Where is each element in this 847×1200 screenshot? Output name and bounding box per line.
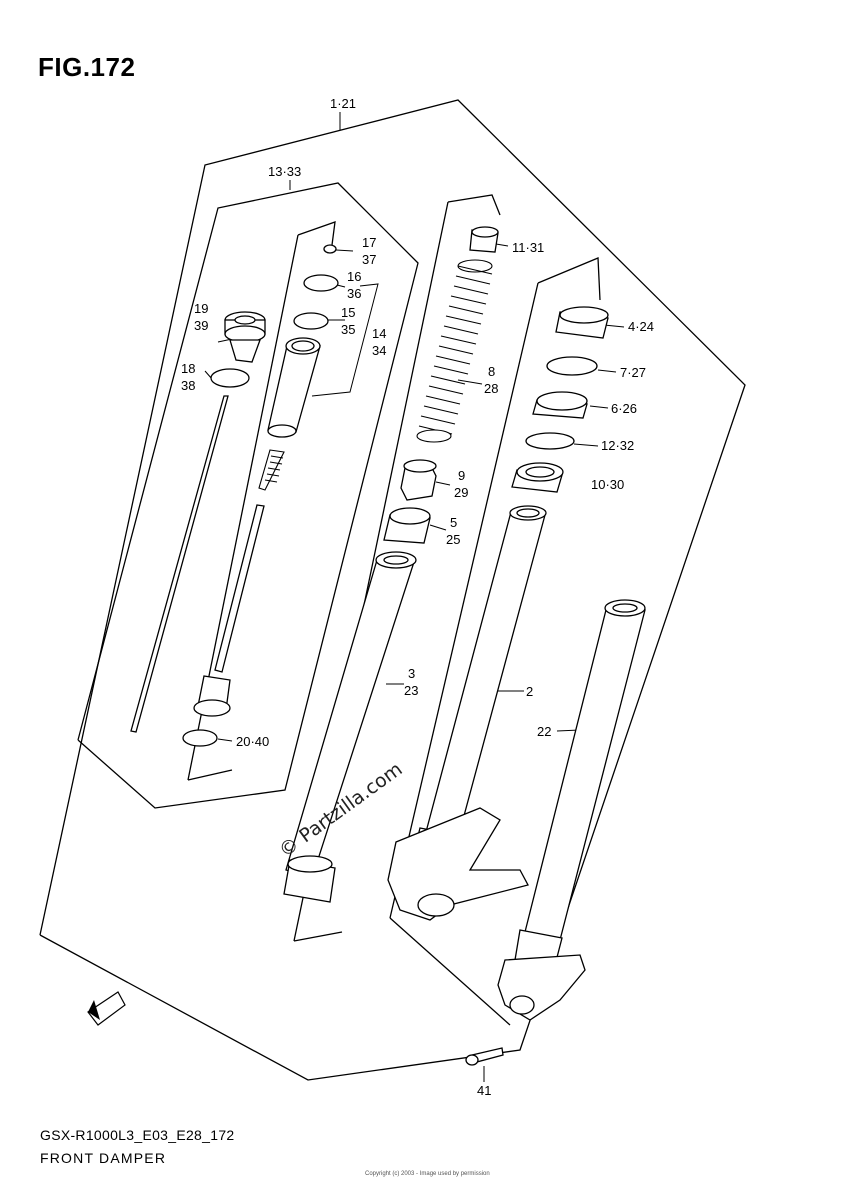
part-8-spring	[416, 259, 493, 443]
label-34: 34	[372, 343, 386, 358]
label-15: 15	[341, 305, 355, 320]
label-7-27: 7·27	[620, 365, 646, 380]
label-11-31: 11·31	[512, 240, 544, 255]
fwd-arrow-icon	[87, 991, 126, 1026]
diagram-name: FRONT DAMPER	[40, 1150, 167, 1166]
diagram-code: GSX-R1000L3_E03_E28_172	[40, 1127, 235, 1143]
damper-rod	[130, 395, 229, 733]
part-17-nut	[323, 244, 337, 254]
label-13-33: 13·33	[268, 164, 301, 179]
label-28: 28	[484, 381, 498, 396]
label-36: 36	[347, 286, 361, 301]
assembly-frame-1-21	[39, 99, 746, 1081]
part-2-outer-tube	[387, 505, 547, 921]
label-1-21: 1·21	[330, 96, 356, 111]
part-22-outer-tube	[497, 599, 646, 1021]
label-2: 2	[526, 684, 533, 699]
part-11-nut	[469, 226, 499, 253]
label-3: 3	[408, 666, 415, 681]
label-38: 38	[181, 378, 195, 393]
part-20-piston	[193, 675, 231, 717]
part-12-clip	[525, 432, 575, 450]
copyright-text: Copyright (c) 2003 - Image used by permi…	[365, 1171, 490, 1177]
label-6-26: 6·26	[611, 401, 637, 416]
label-29: 29	[454, 485, 468, 500]
part-16-o-ring	[303, 274, 339, 292]
part-5-bushing	[383, 507, 431, 544]
label-18: 18	[181, 361, 195, 376]
label-8: 8	[488, 364, 495, 379]
part-20-o-ring	[182, 729, 218, 747]
damper-frame	[297, 221, 336, 246]
assembly-frame-13-33	[77, 182, 419, 809]
label-14: 14	[372, 326, 386, 341]
part-19-cap-bolt	[224, 311, 266, 363]
label-16: 16	[347, 269, 361, 284]
part-4-bushing	[555, 306, 609, 339]
label-5: 5	[450, 515, 457, 530]
label-10-30: 10·30	[591, 477, 624, 492]
label-4-24: 4·24	[628, 319, 654, 334]
label-22: 22	[537, 724, 551, 739]
label-37: 37	[362, 252, 376, 267]
label-39: 39	[194, 318, 208, 333]
part-7-ring	[546, 356, 598, 376]
label-12-32: 12·32	[601, 438, 634, 453]
part-9-spacer	[400, 459, 437, 501]
label-41: 41	[477, 1083, 491, 1098]
part-6-washer	[532, 391, 588, 419]
label-19: 19	[194, 301, 208, 316]
figure-title: FIG.172	[38, 52, 136, 82]
label-25: 25	[446, 532, 460, 547]
small-spring	[258, 449, 285, 491]
part-10-oil-seal	[511, 462, 564, 493]
label-20-40: 20·40	[236, 734, 269, 749]
part-18-o-ring	[210, 368, 250, 388]
part-3-inner-tube	[283, 551, 417, 903]
label-9: 9	[458, 468, 465, 483]
label-17: 17	[362, 235, 376, 250]
part-15-o-ring	[293, 312, 329, 330]
part-14-damper-cylinder	[267, 337, 321, 438]
label-23: 23	[404, 683, 418, 698]
part-41-bolt	[465, 1047, 504, 1066]
label-35: 35	[341, 322, 355, 337]
